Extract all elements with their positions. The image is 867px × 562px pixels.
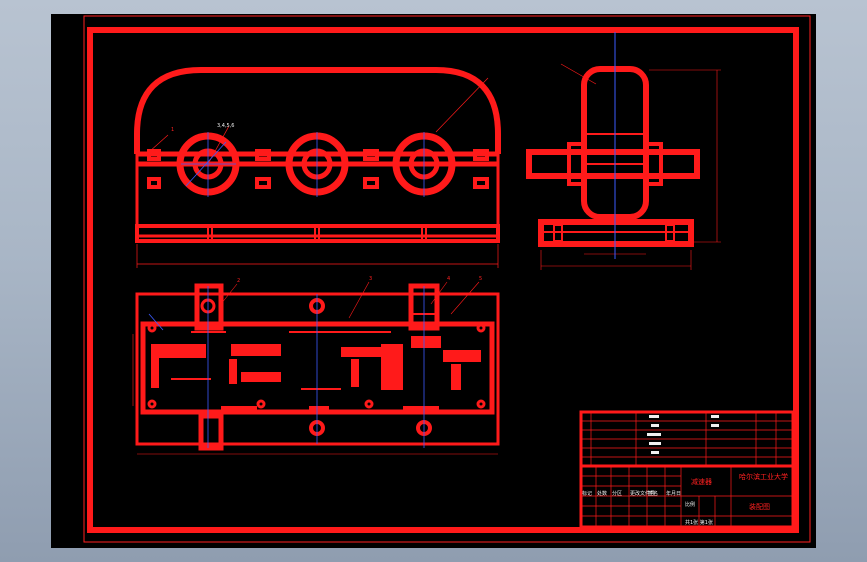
front-label-balloon: 3,4,5,6 xyxy=(217,123,235,129)
front-label-part-1: 1 xyxy=(171,127,174,133)
title-drawing-name: 减速器 xyxy=(691,477,712,486)
cad-drawing-canvas: 1 3,4,5,6 xyxy=(83,15,811,543)
header-cell-6: 年月日 xyxy=(666,490,681,497)
front-view xyxy=(134,67,501,268)
top-view xyxy=(132,281,500,455)
title-block xyxy=(579,410,795,529)
title-sheet: 共1张 第1张 xyxy=(685,519,713,526)
top-label-part-5: 5 xyxy=(479,276,482,282)
header-cell-2: 处数 xyxy=(597,490,607,497)
top-label-part-2: 2 xyxy=(237,278,240,284)
sheet-outer-border xyxy=(83,15,811,543)
sheet-inner-border xyxy=(87,27,799,533)
side-view xyxy=(526,63,721,270)
top-view-centerlines xyxy=(148,286,425,448)
front-view-centerlines xyxy=(181,132,425,197)
title-school: 哈尔滨工业大学 xyxy=(739,472,788,481)
title-header-cells: 标记 处数 分区 更改文件号 签名 年月日 xyxy=(582,490,681,497)
top-label-part-3: 3 xyxy=(369,276,372,282)
title-assembly: 装配图 xyxy=(749,502,770,511)
title-scale-label: 比例 xyxy=(685,501,695,508)
header-cell-5: 签名 xyxy=(648,490,658,497)
cad-drawing-viewport[interactable]: 1 3,4,5,6 xyxy=(51,14,816,548)
header-cell-3: 分区 xyxy=(612,490,622,497)
bom-text-marks xyxy=(647,415,719,454)
top-label-part-4: 4 xyxy=(447,276,450,282)
header-cell-1: 标记 xyxy=(582,490,592,497)
header-cell-4: 更改文件号 xyxy=(630,490,655,497)
